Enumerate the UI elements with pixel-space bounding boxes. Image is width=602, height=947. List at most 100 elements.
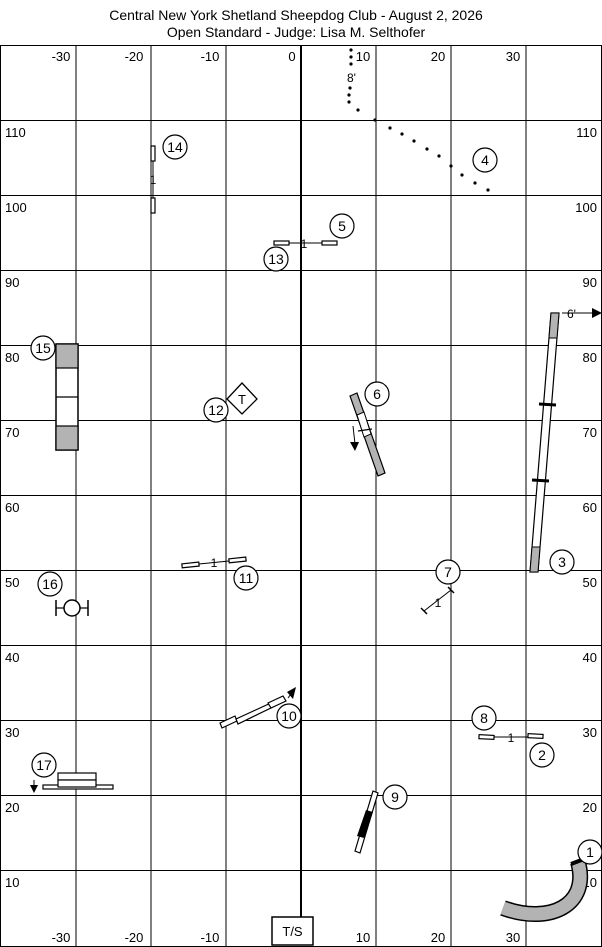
axis-label: 80: [583, 350, 597, 365]
axis-label: 20: [431, 930, 445, 945]
obstacle-number: 15: [30, 335, 56, 361]
jump-height-label: 1: [508, 731, 515, 745]
obstacle-number-text: 5: [338, 218, 346, 234]
jump-11: 1: [181, 556, 247, 570]
obstacle-number: 16: [37, 571, 63, 597]
obstacle-number-text: 16: [42, 576, 58, 592]
obstacle-number: 10: [276, 703, 302, 729]
axis-label: -20: [125, 930, 144, 945]
table-label: T: [238, 392, 246, 407]
tunnel-curved: [500, 857, 588, 923]
jump-height-label: 1: [301, 237, 308, 251]
course-title: Central New York Shetland Sheepdog Club …: [109, 7, 483, 23]
obstacle-numbers: 1 2 3 4 5 6 7 8 9 10 11 12 13 14 15 16 1…: [30, 134, 602, 865]
obstacle-number: 11: [233, 565, 259, 591]
teeter: 6': [529, 307, 602, 573]
chute-15: [55, 343, 79, 451]
panel-6: [349, 392, 386, 477]
axis-label: 90: [583, 275, 597, 290]
obstacle-number-text: 4: [481, 152, 489, 168]
axis-label: -30: [52, 49, 71, 64]
axis-label: 10: [356, 930, 370, 945]
obstacle-number: 3: [549, 549, 575, 575]
obstacle-number-text: 10: [281, 708, 297, 724]
obstacle-number: 12: [203, 397, 229, 423]
obstacle-number: 7: [435, 559, 461, 585]
start-label: T/S: [282, 924, 303, 939]
axis-label: 0: [288, 49, 295, 64]
axis-label: 10: [356, 49, 370, 64]
obstacle-number-text: 3: [558, 554, 566, 570]
axis-label: 20: [583, 800, 597, 815]
dotted-path: 8': [347, 48, 490, 192]
course-subtitle: Open Standard - Judge: Lisa M. Selthofer: [167, 24, 426, 40]
axis-label: 10: [5, 875, 19, 890]
obstacle-number-text: 6: [373, 386, 381, 402]
axis-label: 110: [576, 125, 597, 140]
obstacle-number: 4: [472, 147, 498, 173]
obstacle-number-text: 11: [239, 570, 254, 586]
axis-label: 50: [583, 575, 597, 590]
jump-14: 1: [150, 145, 157, 214]
axis-label: 50: [5, 575, 19, 590]
obstacle-number: 9: [382, 784, 408, 810]
top-axis-labels: -30 -20 -10 0 10 20 30: [52, 49, 521, 64]
axis-label: 100: [575, 200, 597, 215]
axis-label: 110: [5, 125, 26, 140]
tunnel-length-label: 8': [347, 71, 356, 85]
axis-label: 30: [583, 725, 597, 740]
obstacle-number: 5: [329, 213, 355, 239]
broad-jump-17: [30, 772, 114, 793]
jump-height-label: 1: [435, 596, 442, 610]
axis-label: 70: [583, 425, 597, 440]
axis-label: -10: [201, 930, 220, 945]
left-axis-labels: 110 100 90 80 70 60 50 40 30 20 10: [5, 125, 27, 890]
axis-label: -30: [52, 930, 71, 945]
axis-label: 20: [431, 49, 445, 64]
obstacle-number-text: 1: [586, 844, 594, 860]
axis-label: 60: [5, 500, 19, 515]
axis-label: 90: [5, 275, 19, 290]
axis-label: 80: [5, 350, 19, 365]
axis-label: 40: [583, 650, 597, 665]
axis-label: -20: [125, 49, 144, 64]
obstacle-number-text: 9: [391, 789, 399, 805]
table-12: T: [226, 382, 258, 415]
obstacle-number: 8: [471, 705, 497, 731]
axis-label: 20: [5, 800, 19, 815]
bottom-axis-labels: -30 -20 -10 10 20 30: [52, 930, 521, 945]
obstacle-number: 6: [364, 381, 390, 407]
axis-label: 30: [506, 49, 520, 64]
obstacle-number: 14: [162, 134, 188, 160]
axis-label: 30: [506, 930, 520, 945]
jump-2: 1: [478, 731, 544, 745]
obstacle-number: 2: [529, 742, 555, 768]
jump-7: 1: [420, 586, 455, 615]
obstacle-number-text: 14: [167, 139, 183, 155]
obstacle-number-text: 13: [268, 251, 284, 267]
obstacle-number-text: 15: [35, 340, 51, 356]
axis-label: 30: [5, 725, 19, 740]
jump-height-label: 1: [150, 173, 157, 187]
jump-10: [219, 687, 296, 729]
right-axis-labels: 110 100 90 80 70 60 50 40 30 20 10: [575, 125, 597, 890]
obstacle-number-text: 12: [208, 402, 224, 418]
obstacle-number: 1: [577, 839, 602, 865]
axis-label: 40: [5, 650, 19, 665]
obstacle-number: 17: [31, 752, 57, 778]
obstacle-number-text: 2: [538, 747, 546, 763]
jump-height-label: 1: [211, 556, 218, 570]
axis-label: -10: [201, 49, 220, 64]
axis-label: 70: [5, 425, 19, 440]
obstacle-number-text: 8: [480, 710, 488, 726]
axis-label: 60: [583, 500, 597, 515]
tire-16: [55, 599, 89, 617]
weaves-9: [354, 790, 379, 854]
start-box: T/S: [271, 916, 314, 946]
obstacle-number-text: 17: [36, 757, 52, 773]
jump-5: 1: [273, 237, 338, 251]
axis-label: 100: [5, 200, 27, 215]
obstacle-number: 13: [263, 246, 289, 272]
teeter-length-label: 6': [567, 307, 576, 321]
